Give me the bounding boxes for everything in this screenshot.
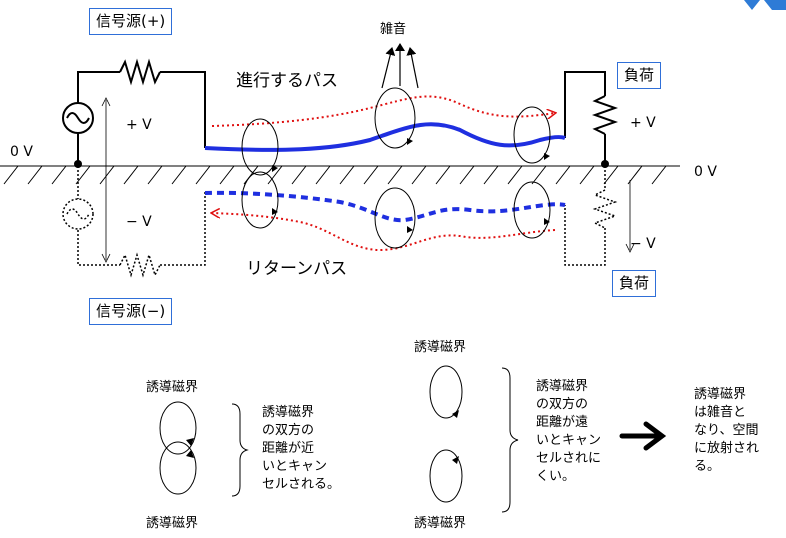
ground-hatching: [0, 165, 680, 185]
node-dot-right: [601, 160, 609, 168]
legend-near-loops: [159, 401, 197, 495]
return-path-label: リターンパス: [246, 259, 348, 279]
logo-fragment: [744, 0, 786, 10]
node-dot-left: [74, 160, 82, 168]
minus-v-left-label: − V: [126, 214, 152, 230]
forward-path-label: 進行するパス: [236, 71, 338, 91]
zero-v-right-label: 0 V: [694, 164, 717, 180]
load-bottom-label: 負荷: [612, 270, 657, 297]
result-arrow: [619, 421, 667, 451]
source-circuit-positive: [62, 58, 206, 162]
noise-arrows: [381, 43, 419, 89]
return-wire: [204, 190, 566, 223]
field-path-top: [211, 95, 555, 127]
load-circuit-positive: [564, 71, 619, 162]
noise-label: 雑音: [380, 22, 407, 37]
legend-far-text: 誘導磁界 の双方の 距離が遠 いとキャン セルされに くい。: [536, 379, 602, 484]
minus-v-right-label: − V: [630, 236, 656, 252]
legend-near-bottom-label: 誘導磁界: [146, 516, 199, 531]
signal-source-negative-label: 信号源(−): [89, 298, 173, 325]
load-top-label: 負荷: [617, 62, 662, 89]
legend-near-top-label: 誘導磁界: [146, 380, 199, 395]
legend-near-brace: [231, 403, 249, 497]
legend-result-text: 誘導磁界 は雑音と なり、空間 に放射され る。: [694, 387, 760, 474]
plus-v-left-label: + V: [126, 117, 152, 133]
legend-far-top-label: 誘導磁界: [414, 340, 467, 355]
legend-near-text: 誘導磁界 の双方の 距離が近 いとキャン セルされる。: [262, 405, 341, 492]
legend-far-bottom-label: 誘導磁界: [414, 516, 467, 531]
field-path-bottom: [212, 213, 556, 252]
legend-far-loops: [429, 365, 463, 503]
zero-v-left-label: 0 V: [10, 144, 33, 160]
source-circuit-negative: [62, 166, 206, 278]
plus-v-right-label: + V: [630, 115, 656, 131]
field-loops: [241, 87, 551, 249]
load-circuit-negative: [564, 166, 618, 266]
field-loop-arrows: [272, 138, 550, 233]
legend-far-brace: [501, 367, 519, 513]
signal-source-positive-label: 信号源(+): [89, 8, 173, 35]
forward-wire: [204, 122, 566, 152]
